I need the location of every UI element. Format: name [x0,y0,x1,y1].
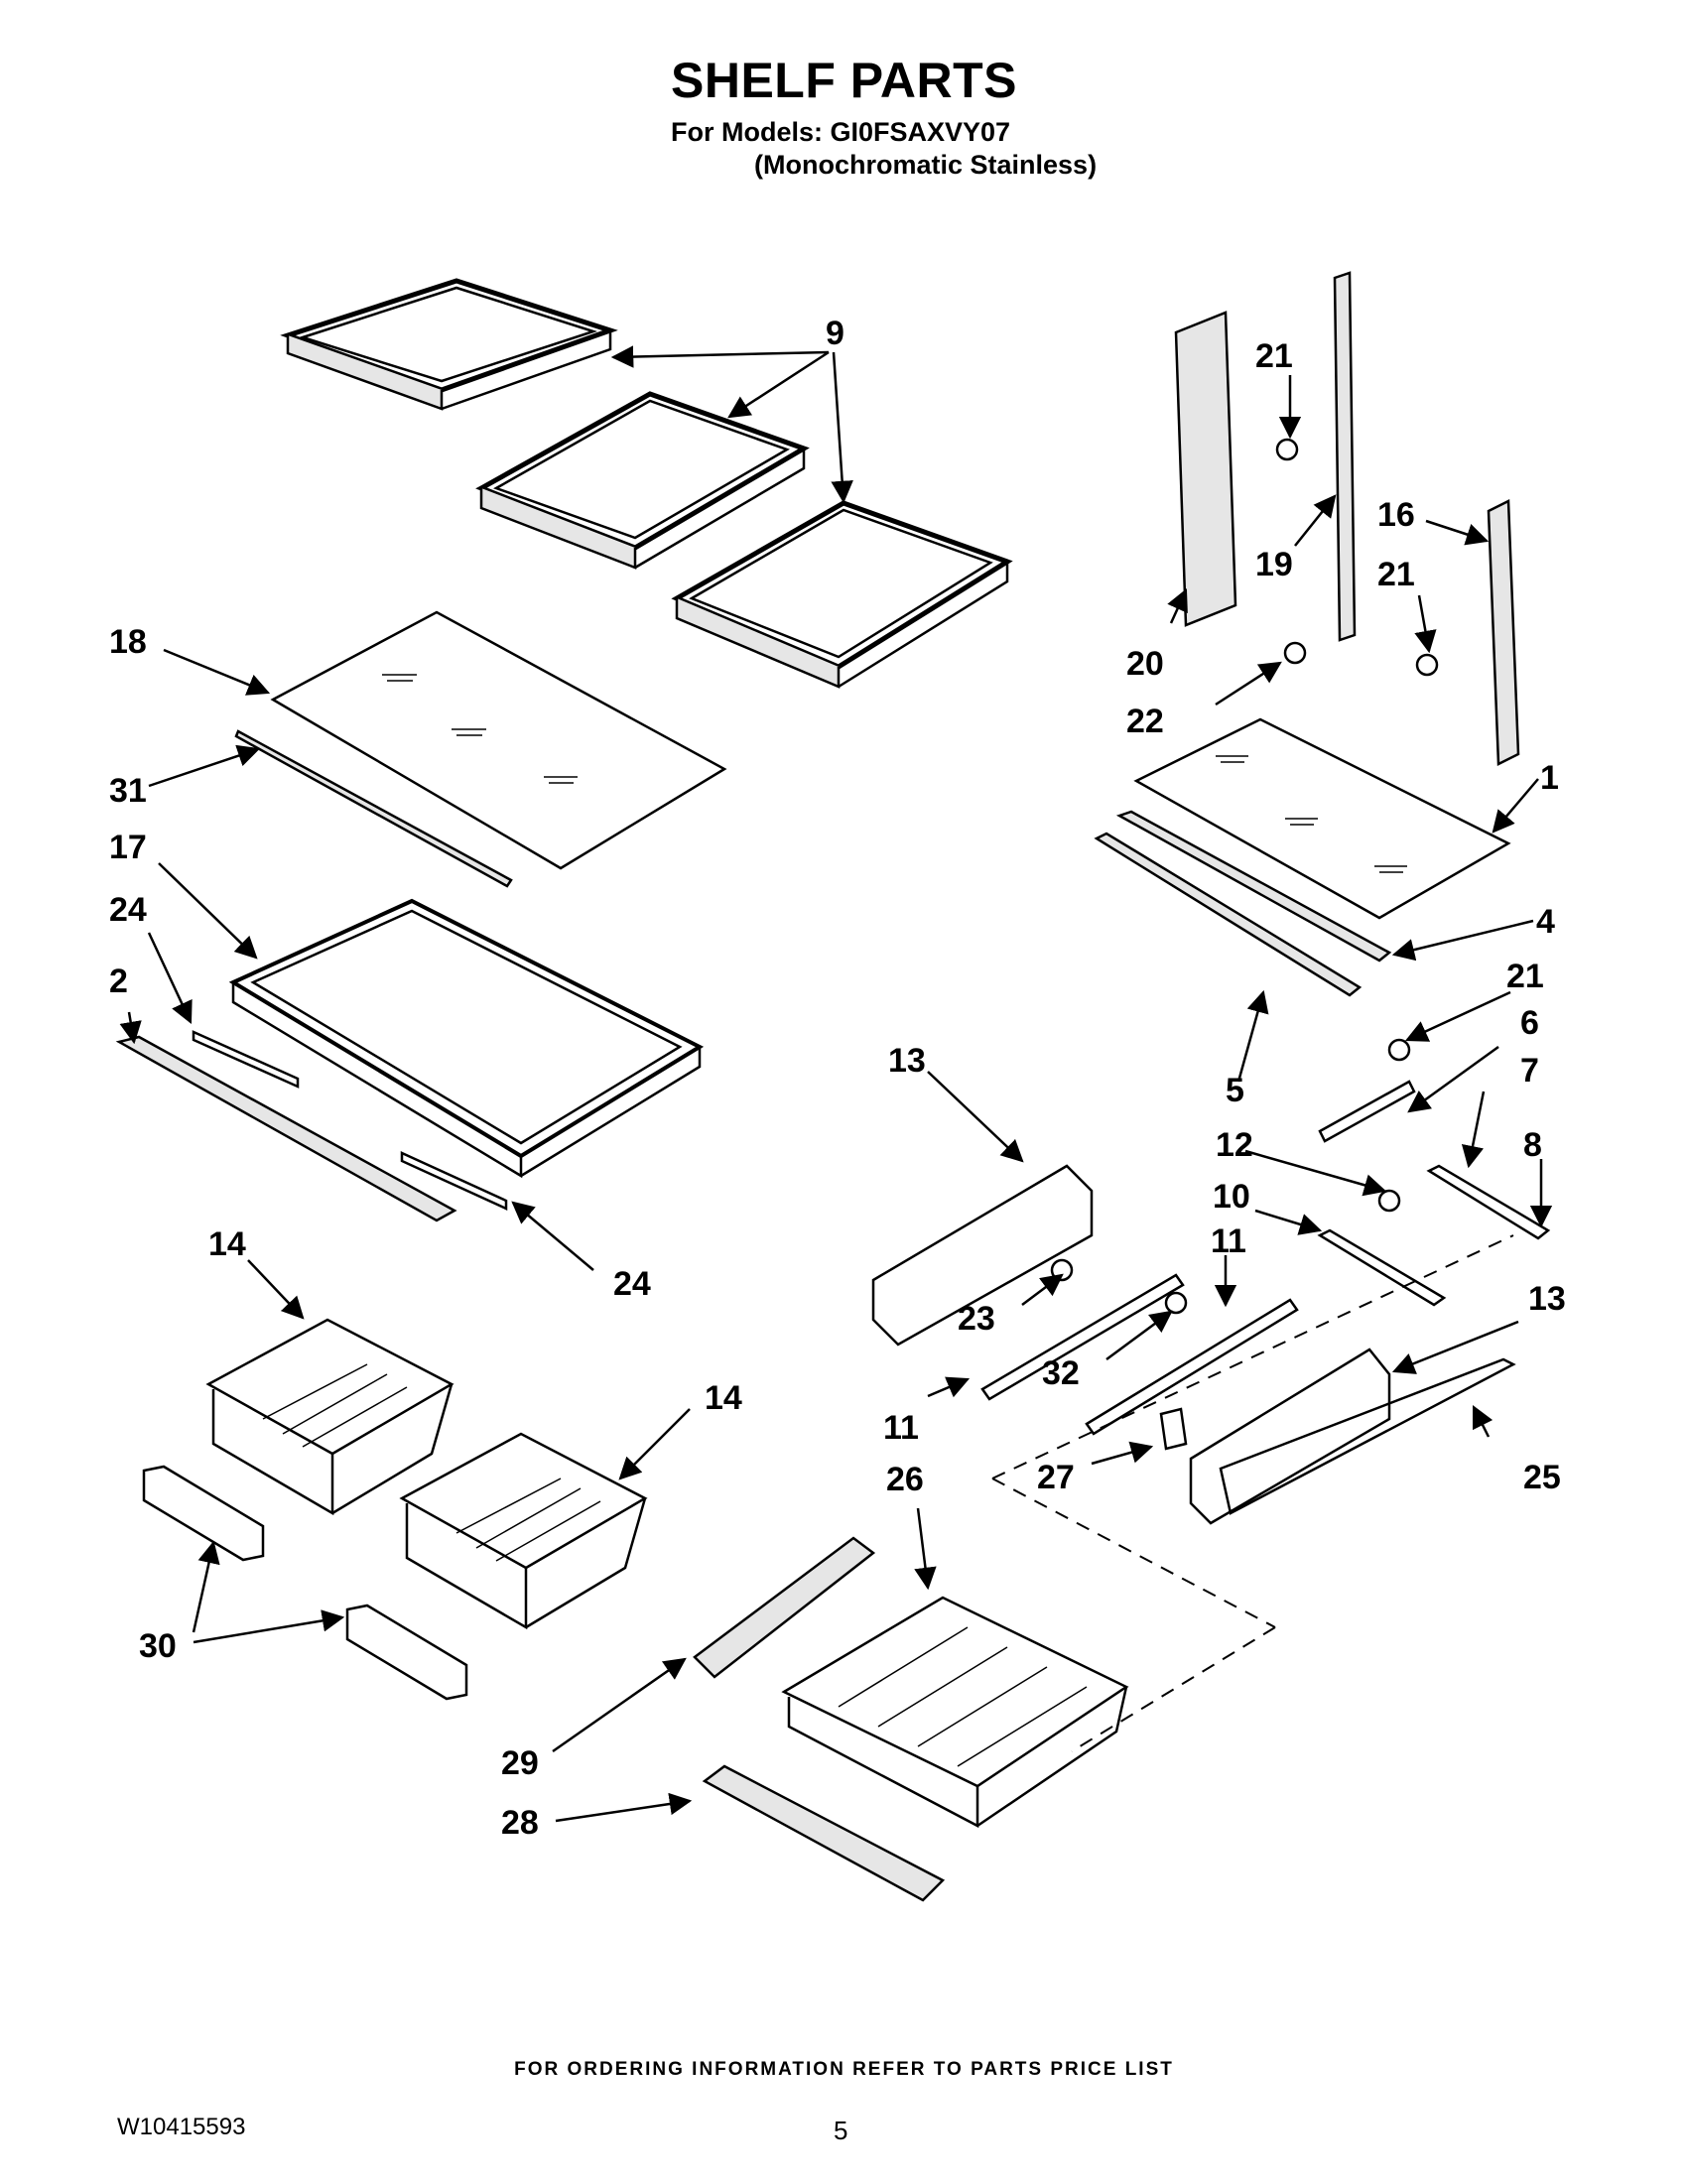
trim-4 [1115,810,1392,963]
callout-12: 12 [1216,1126,1253,1164]
callout-21-a: 21 [1255,337,1293,375]
callout-labels: 9 21 19 16 21 20 22 18 31 1 17 24 2 4 21… [109,315,1566,1842]
shelf-frame-17 [228,898,705,1179]
callout-7: 7 [1520,1052,1539,1090]
callout-8: 8 [1523,1126,1542,1164]
callout-4: 4 [1536,903,1555,941]
callout-29: 29 [501,1744,539,1782]
callout-9: 9 [826,315,844,352]
glass-trim-31 [234,729,513,888]
callout-10: 10 [1213,1178,1250,1216]
callout-21-b: 21 [1377,556,1415,593]
upright-20 [1174,311,1237,627]
callout-2: 2 [109,963,128,1000]
crisper-drawer-14-b [399,1432,648,1630]
divider-29 [693,1536,876,1679]
callout-30: 30 [139,1627,177,1665]
glass-shelf-1 [1133,717,1511,920]
drawer-front-28 [702,1764,946,1902]
callout-5: 5 [1226,1072,1244,1109]
callout-14-b: 14 [705,1379,742,1417]
bin-13-b [1189,1348,1391,1525]
slide-rail-24-a [192,1030,300,1089]
drawer-handle-30-b [345,1604,468,1701]
trim-5 [1094,832,1363,997]
models-line: For Models: GI0FSAXVY07 [671,117,1011,147]
callout-16: 16 [1377,496,1415,534]
drawer-handle-30-a [142,1465,265,1562]
glass-shelf-18 [270,610,727,870]
page-title: SHELF PARTS [670,53,1018,108]
slide-11-a [980,1273,1185,1401]
callout-24-b: 24 [613,1265,651,1303]
slide-rail-24-b [400,1151,508,1211]
callout-11-a: 11 [1211,1222,1246,1260]
shelf-9-a [280,278,618,411]
ordering-note: FOR ORDERING INFORMATION REFER TO PARTS … [514,2059,1174,2080]
callout-22: 22 [1126,703,1164,740]
callout-32: 32 [1042,1354,1080,1392]
callout-23: 23 [958,1300,995,1338]
callout-13-a: 13 [888,1042,926,1080]
bin-13-a [871,1164,1094,1347]
callout-25: 25 [1523,1459,1561,1496]
deli-drawer-26 [781,1596,1129,1829]
page-number: 5 [834,2116,848,2145]
bracket-8 [1426,1164,1551,1240]
callout-11-b: 11 [883,1409,919,1447]
callout-26: 26 [886,1461,924,1498]
slide-11-b [1085,1298,1299,1436]
shelf-9-c [671,500,1013,689]
bracket-16 [1487,499,1520,766]
callout-20: 20 [1126,645,1164,683]
callout-19: 19 [1255,546,1293,583]
clip-27 [1159,1407,1188,1451]
callout-21-c: 21 [1506,958,1544,995]
front-trim-2 [115,1035,457,1222]
shelf-9-b [475,391,810,570]
rod-25 [1219,1357,1516,1515]
callout-17: 17 [109,829,147,866]
crisper-drawer-14-a [205,1318,454,1516]
callout-6: 6 [1520,1004,1539,1042]
callout-13-b: 13 [1528,1280,1566,1318]
variant-line: (Monochromatic Stainless) [754,150,1098,180]
callout-18: 18 [109,623,147,661]
callout-31: 31 [109,772,147,810]
bracket-6 [1318,1080,1416,1143]
callout-28: 28 [501,1804,539,1842]
callout-14-a: 14 [208,1225,246,1263]
document-number: W10415593 [117,2114,246,2140]
callout-27: 27 [1037,1459,1075,1496]
callout-24-a: 24 [109,891,147,929]
rail-19 [1333,271,1357,642]
callout-1: 1 [1540,759,1559,797]
rail-10 [1317,1228,1447,1307]
